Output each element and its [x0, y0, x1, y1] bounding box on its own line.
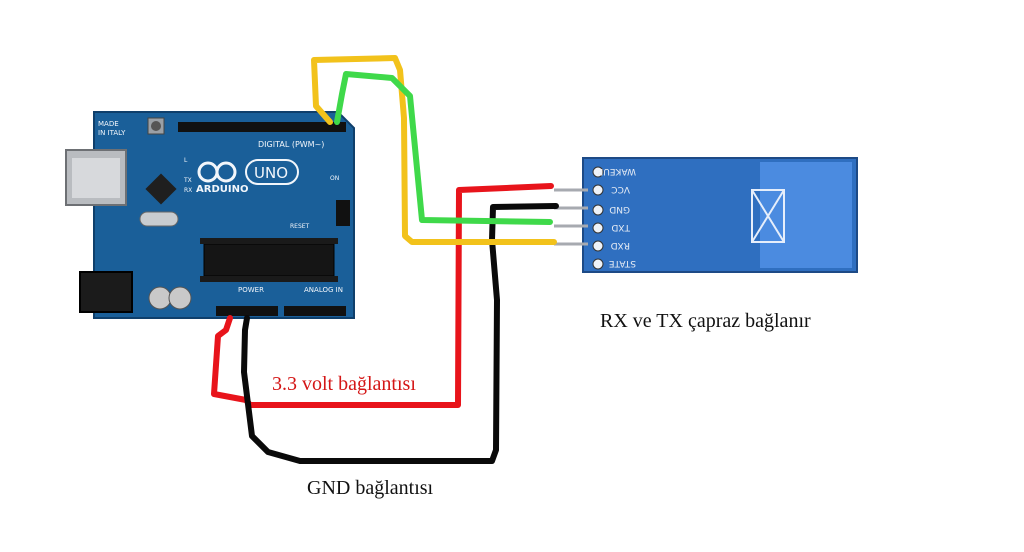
pin-label-state: STATE [609, 258, 636, 268]
rx-tx-caption: RX ve TX çapraz bağlanır [600, 310, 811, 332]
capacitor [148, 286, 172, 310]
arduino-logo [197, 161, 237, 183]
digital-label: DIGITAL (PWM~) [258, 140, 324, 149]
usb-chip [145, 173, 177, 205]
made-in-italy-label: IN ITALY [98, 129, 126, 137]
l-label: L [184, 157, 188, 164]
pin-label-gnd: GND [609, 204, 630, 214]
on-label: ON [330, 175, 339, 182]
wires [211, 55, 559, 464]
arduino-uno-board: DIGITAL (PWM~) ARDUINO UNO MADE IN ITALY… [65, 111, 355, 319]
pin-label-vcc: VCC [611, 184, 630, 194]
crystal [139, 211, 179, 227]
digital-header [178, 122, 346, 132]
rx-label: RX [184, 187, 192, 194]
atmega-chip [203, 243, 335, 277]
made-in-label: MADE [98, 120, 119, 128]
wire-gnd-black [241, 203, 559, 464]
pin-label-txd: TXD [611, 222, 631, 232]
uno-label: UNO [254, 164, 288, 182]
analog-label: ANALOG IN [304, 286, 343, 294]
pin-label-wakeup: WAKEUP [597, 166, 636, 176]
pin-label-rxd: RXD [611, 240, 630, 250]
reset-label: RESET [290, 223, 310, 230]
dc-power-jack [79, 271, 133, 313]
capacitor [168, 286, 192, 310]
power-header [216, 306, 278, 316]
wire-green [334, 71, 553, 225]
wire-yellow [311, 55, 557, 245]
tx-label: TX [183, 177, 192, 184]
module-pins [592, 166, 604, 270]
power-label: POWER [238, 286, 264, 294]
gnd-caption: GND bağlantısı [307, 477, 434, 499]
bluetooth-module: WAKEUP VCC GND TXD RXD STATE [554, 157, 858, 273]
3v3-caption: 3.3 volt bağlantısı [272, 373, 416, 395]
antenna-icon [751, 189, 785, 243]
arduino-brand: ARDUINO [196, 184, 248, 195]
analog-header [284, 306, 346, 316]
icsp-header [336, 200, 350, 226]
